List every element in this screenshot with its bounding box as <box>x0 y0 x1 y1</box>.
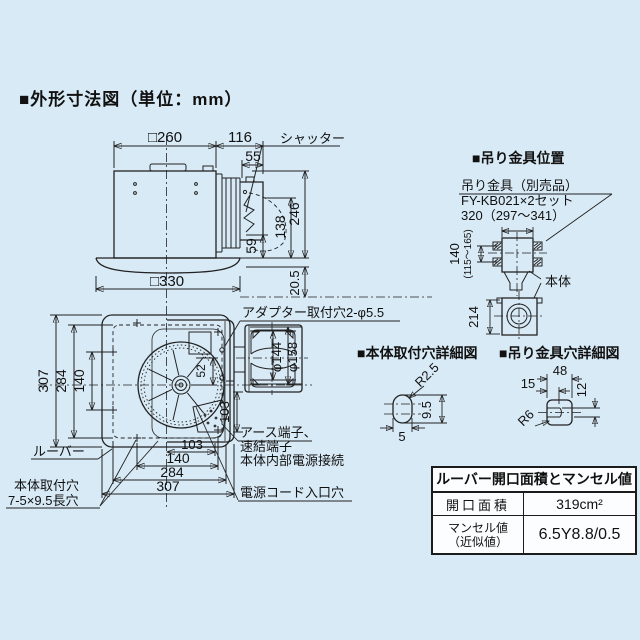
bottom-view-bottom-dims <box>101 436 235 498</box>
dim-r6: R6 <box>515 407 537 429</box>
spec-label-munsell-line1: マンセル値 <box>447 520 508 535</box>
bracket-note-3: 320（297～341） <box>461 208 565 223</box>
terminal-box <box>192 399 229 433</box>
label-louver: ルーバー <box>33 444 85 459</box>
label-body: 本体 <box>545 274 571 289</box>
spec-value-munsell: 6.5Y8.8/0.5 <box>538 525 621 543</box>
bottom-view-right-dims <box>196 326 302 433</box>
dim-left-307: 307 <box>35 369 51 393</box>
dim-dia-158: φ158 <box>285 342 300 372</box>
spring-bracket <box>532 241 543 251</box>
ceiling-flange <box>95 257 241 274</box>
table-row: 開口面積 319cm² <box>433 493 635 516</box>
bracket-position-diagram: ■吊り金具位置 吊り金具（別売品） FY-KB021×2セット 320（297～… <box>447 150 613 341</box>
dim-total-height: 246 <box>286 202 302 226</box>
dim-left-284: 284 <box>53 369 69 393</box>
dim-bracket-height-range: (115～165) <box>463 229 474 278</box>
dim-bottom-307: 307 <box>156 478 180 494</box>
mount-hole-detail: ■本体取付穴詳細図 R2.5 9.5 5 <box>357 345 477 444</box>
spec-value-opening-area: 319cm² <box>556 496 603 512</box>
dim-top-width: □260 <box>148 129 182 146</box>
dim-r2-5: R2.5 <box>412 360 442 390</box>
dim-bracket-height: 140 <box>447 243 462 265</box>
dim-9-5: 9.5 <box>419 401 434 419</box>
label-shutter: シャッター <box>280 131 345 146</box>
louver-spec-table: ルーバー開口面積とマンセル値 開口面積 319cm² マンセル値 （近似値） 6… <box>431 466 637 555</box>
duct-assembly <box>216 173 287 253</box>
label-terminal-2: 速結端子 <box>240 439 292 454</box>
dim-15: 15 <box>521 376 535 391</box>
dim-flange-height: 20.5 <box>287 270 302 295</box>
duct-stub <box>503 271 529 291</box>
dim-48: 48 <box>553 363 567 378</box>
table-row: マンセル値 （近似値） 6.5Y8.8/0.5 <box>433 516 635 553</box>
bracket-section-title: ■吊り金具位置 <box>472 150 564 166</box>
spec-label-munsell-line2: （近似値） <box>447 534 508 549</box>
page-title: ■外形寸法図（単位：mm） <box>19 90 243 109</box>
capacitor-box <box>188 331 212 355</box>
louver-inner-dashed <box>112 324 223 439</box>
bracket-note-1: 吊り金具（別売品） <box>461 178 578 193</box>
adapter-screw-hole <box>219 375 225 381</box>
mount-detail-title: ■本体取付穴詳細図 <box>357 345 477 361</box>
dim-shutter-depth: 55 <box>245 148 261 164</box>
duct-end-view <box>501 297 538 336</box>
bracket-body <box>501 237 534 273</box>
adapter-screw-hole <box>219 347 225 353</box>
bracket-hole-detail: ■吊り金具穴詳細図 48 15 12 R6 <box>499 345 619 429</box>
side-body <box>113 170 217 259</box>
dim-bottom-width: □330 <box>150 273 184 290</box>
label-adapter-hole: アダプター取付穴2-φ5.5 <box>242 305 384 320</box>
spec-table-header: ルーバー開口面積とマンセル値 <box>433 468 635 493</box>
spec-label-munsell: マンセル値 （近似値） <box>433 516 524 553</box>
dim-duct-depth: 116 <box>228 129 252 146</box>
dim-dia-144: φ144 <box>269 342 284 372</box>
shutter-blade <box>243 194 255 233</box>
dim-bottom-140: 140 <box>166 450 190 466</box>
top-tab-small <box>202 165 214 172</box>
dim-5: 5 <box>398 429 405 444</box>
top-tab <box>149 163 187 172</box>
dim-bottom-284: 284 <box>160 464 184 480</box>
dim-duct-214: 214 <box>466 306 481 328</box>
dim-left-140: 140 <box>71 369 87 393</box>
label-terminal-3: 本体内部電源接続 <box>240 453 344 468</box>
bottom-view: 307 284 140 103 140 284 307 <box>6 305 400 509</box>
label-mount-hole-1: 本体取付穴 <box>14 478 79 493</box>
bracket-detail-title: ■吊り金具穴詳細図 <box>499 345 619 361</box>
mount-slot-shape <box>392 394 413 424</box>
label-mount-hole-2: 7-5×9.5長穴 <box>8 493 78 508</box>
bottom-view-left-dims <box>50 314 113 448</box>
dim-duct-bottom: 59 <box>243 238 259 254</box>
bracket-note-2: FY-KB021×2セット <box>461 193 574 208</box>
label-cord-hole: 電源コード入口穴 <box>240 485 344 500</box>
spec-label-opening-area: 開口面積 <box>433 493 524 515</box>
dim-right-103: 103 <box>217 401 232 423</box>
label-terminal-1: アース端子、 <box>240 425 317 440</box>
dim-duct-height: 138 <box>272 215 288 239</box>
fan-impeller <box>137 341 225 429</box>
dim-center-52: 52 <box>194 364 208 378</box>
dim-12: 12 <box>574 383 589 397</box>
dim-bottom-103: 103 <box>181 437 203 452</box>
side-view: □260 116 55 シャッター 246 138 59 20.5 □330 <box>95 129 432 508</box>
side-view-dimensions <box>95 141 340 297</box>
spring-bracket <box>532 257 543 267</box>
mounting-hole-marks <box>109 319 234 442</box>
